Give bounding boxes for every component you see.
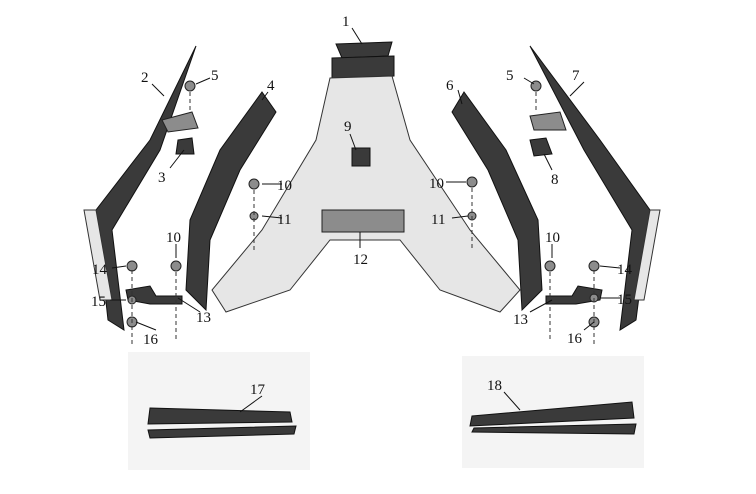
callout-15-right: 15	[617, 292, 632, 308]
callout-13-right: 13	[513, 312, 528, 328]
callout-1: 1	[342, 14, 350, 30]
callout-13-left: 13	[196, 310, 211, 326]
callout-14-right: 14	[617, 262, 633, 278]
callout-9: 9	[344, 119, 352, 135]
part-2-left-side-cover	[95, 45, 197, 331]
part-2-mount	[161, 111, 199, 133]
callout-17: 17	[250, 382, 266, 398]
fasteners	[126, 80, 600, 345]
part-18-lower-strip	[471, 423, 637, 435]
part-17-upper-strip	[147, 407, 293, 425]
part-12-center-floor-panel	[211, 75, 521, 313]
callout-3: 3	[158, 170, 166, 186]
part-3-grommet	[175, 137, 195, 155]
part-7-right-side-cover	[529, 45, 651, 331]
part-8-grommet	[529, 137, 553, 157]
callout-7: 7	[572, 68, 580, 84]
part-13-right-bracket	[545, 285, 603, 305]
part-1-bracket	[331, 55, 395, 79]
part-6-right-inner-panel	[451, 91, 543, 312]
callout-16-right: 16	[567, 331, 583, 347]
part-4-left-inner-panel	[185, 91, 277, 312]
callout-8: 8	[551, 172, 559, 188]
part-18-upper-strip	[469, 401, 635, 427]
part-7-cover-edge	[633, 209, 661, 301]
callout-5-left: 5	[211, 68, 219, 84]
callout-10-left: 10	[166, 230, 181, 246]
callout-6: 6	[446, 78, 454, 94]
callout-4: 4	[267, 78, 275, 94]
callout-12: 12	[353, 252, 368, 268]
part-17-lower-strip	[147, 425, 297, 439]
callout-14-left: 14	[92, 262, 108, 278]
callout-10-center-right: 10	[429, 176, 444, 192]
part-7-mount	[529, 111, 567, 131]
callout-16-left: 16	[143, 332, 159, 348]
callout-10-center-left: 10	[277, 178, 292, 194]
part-12-front-tab	[321, 209, 405, 233]
callout-18: 18	[487, 378, 502, 394]
part-1-top-plate	[335, 41, 393, 59]
callout-11-left: 11	[277, 212, 291, 228]
callout-5-right: 5	[506, 68, 514, 84]
callout-2: 2	[141, 70, 149, 86]
callout-10-right: 10	[545, 230, 560, 246]
part-9-clip	[351, 147, 371, 167]
callout-15-left: 15	[91, 294, 106, 310]
callout-11-right: 11	[431, 212, 445, 228]
